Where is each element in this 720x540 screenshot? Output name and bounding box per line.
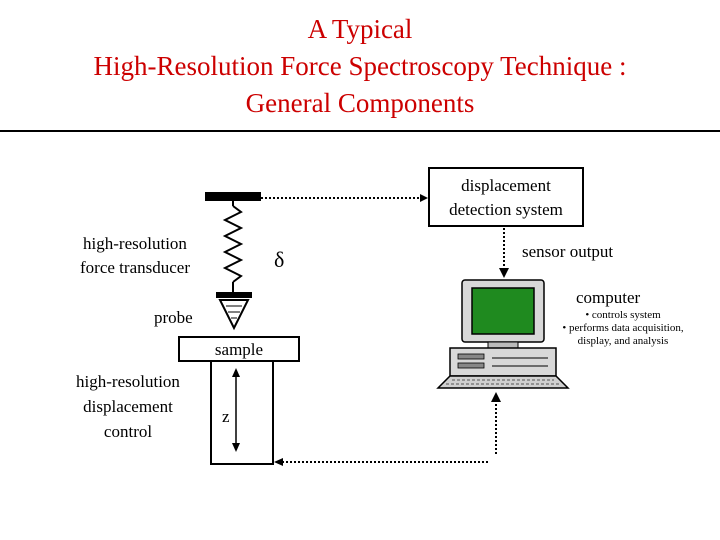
displacement-detection-box [428,167,584,227]
computer-icon [436,279,570,389]
sensor-output-label: sensor output [522,242,614,261]
transducer-label-line-1: high-resolution [83,234,187,253]
probe-label: probe [154,308,193,327]
sample-box [178,336,300,362]
computer-desc-line-3: display, and analysis [577,335,669,347]
computer-label: computer [576,288,641,307]
transducer-mount [205,192,261,201]
detection-label-line-1: displacement [461,176,551,195]
probe-tip-icon [218,299,250,331]
title-line-1: A Typical [307,14,413,44]
control-label-line-1: high-resolution [76,372,180,391]
title-line-3: General Components [245,88,475,118]
detection-label-line-2: detection system [449,200,563,219]
computer-desc-line-1: • controls system [585,309,661,321]
title-banner: A Typical High-Resolution Force Spectros… [0,0,720,132]
delta-label: δ [274,247,285,272]
control-label-line-2: displacement [83,397,173,416]
z-label: z [222,407,230,426]
title-line-2: High-Resolution Force Spectroscopy Techn… [93,51,627,81]
sample-label: sample [214,340,264,359]
probe-holder [216,292,252,298]
transducer-label-line-2: force transducer [80,258,190,277]
control-label-line-3: control [103,422,153,441]
spring-icon [222,205,244,283]
computer-desc-line-2: • performs data acquisition, [562,322,684,334]
